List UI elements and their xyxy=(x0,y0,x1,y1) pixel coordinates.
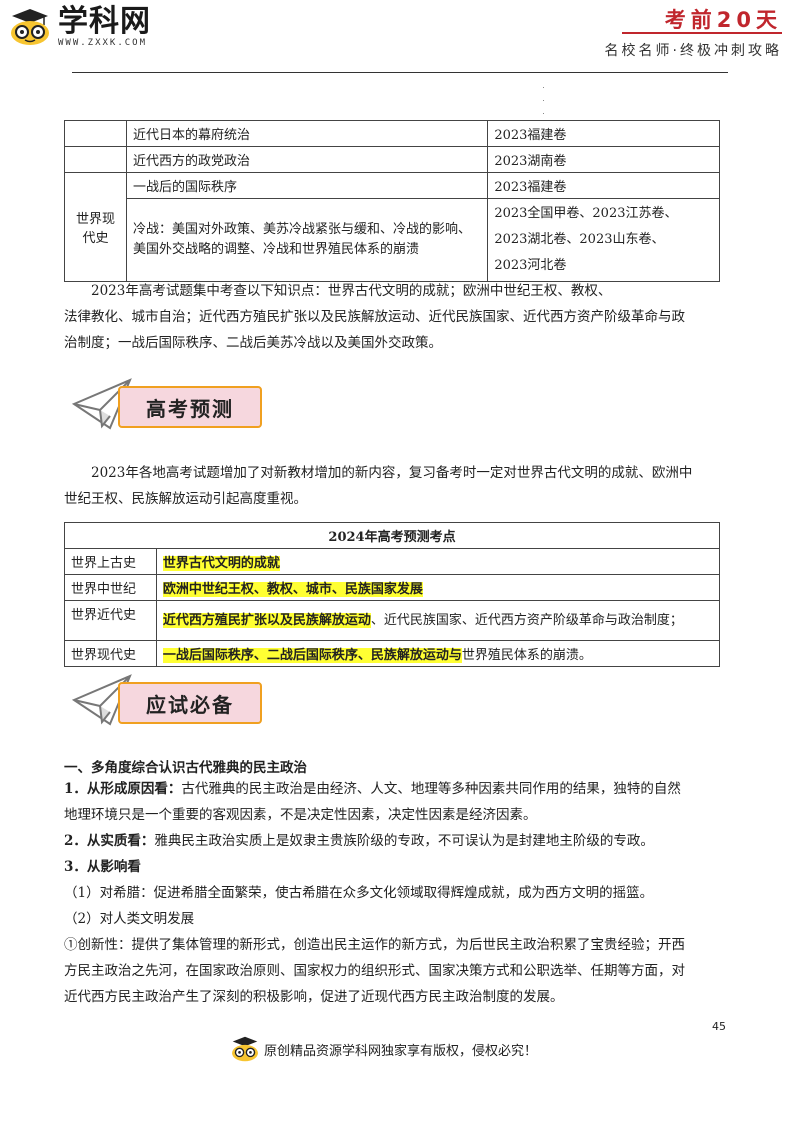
table-row: 世界上古史 世界古代文明的成就 xyxy=(64,548,721,575)
plain-text: 世界殖民体系的崩溃。 xyxy=(461,648,592,663)
section-body: 1．从形成原因看：古代雅典的民主政治是由经济、人文、地理等多种因素共同作用的结果… xyxy=(64,776,736,1010)
dot xyxy=(543,100,544,101)
table-cell: 2023全国甲卷、2023江苏卷、 2023湖北卷、2023山东卷、 2023河… xyxy=(487,198,720,282)
table-cell: 近代日本的幕府统治 xyxy=(125,120,489,147)
header-subtitle: 名校名师·终极冲刺攻略 xyxy=(604,43,782,59)
table-title: 2024年高考预测考点 xyxy=(64,522,720,549)
highlight-text: 世界古代文明的成就 xyxy=(162,556,280,571)
text-line: 2023年各地高考试题增加了对新教材增加的新内容，复习备考时一定对世界古代文明的… xyxy=(91,465,693,481)
mascot-icon xyxy=(8,7,52,47)
highlight-text: 欧洲中世纪王权、教权、城市、民族国家发展 xyxy=(162,582,423,597)
table-row: 冷战：美国对外政策、美苏冷战紧张与缓和、冷战的影响、美国外交战略的调整、冷战和世… xyxy=(65,198,720,282)
predict-paragraph: 2023年各地高考试题增加了对新教材增加的新内容，复习备考时一定对世界古代文明的… xyxy=(64,460,736,512)
point-label: 3．从影响看 xyxy=(64,859,141,875)
page-footer: 原创精品资源学科网独家享有版权，侵权必究！ xyxy=(230,1034,537,1064)
point-text: 雅典民主政治实质上是奴隶主贵族阶级的专政，不可误认为是封建地主阶级的专政。 xyxy=(154,833,654,849)
header-divider xyxy=(72,72,728,73)
text-line: 2023年高考试题集中考查以下知识点：世界古代文明的成就；欧洲中世纪王权、教权、 xyxy=(91,283,612,299)
text-line: 方民主政治之先河，在国家政治原则、国家权力的组织形式、国家决策方式和公职选举、任… xyxy=(64,963,685,979)
text-line: （2）对人类文明发展 xyxy=(64,911,195,927)
point-label: 1．从形成原因看： xyxy=(64,781,182,797)
text-line: ①创新性：提供了集体管理的新形式，创造出民主运作的新方式，为后世民主政治积累了宝… xyxy=(64,937,685,953)
table-cell xyxy=(64,120,127,147)
text-line: 地理环境只是一个重要的客观因素，不是决定性因素，决定性因素是经济因素。 xyxy=(64,807,537,823)
dot xyxy=(543,113,544,114)
page-number: 45 xyxy=(712,1020,726,1033)
section-title: 一、多角度综合认识古代雅典的民主政治 xyxy=(64,760,307,776)
text-line: （1）对希腊：促进希腊全面繁荣，使古希腊在众多文化领域取得辉煌成就，成为西方文明… xyxy=(64,885,654,901)
highlight-text: 一战后国际秩序、二战后国际秩序、民族解放运动与 xyxy=(162,648,462,663)
text-line: 近代西方民主政治产生了深刻的积极影响，促进了近现代西方民主政治制度的发展。 xyxy=(64,989,564,1005)
table-cell: 一战后国际秩序、二战后国际秩序、民族解放运动与世界殖民体系的崩溃。 xyxy=(155,640,721,667)
point-text: 古代雅典的民主政治是由经济、人文、地理等多种因素共同作用的结果，独特的自然 xyxy=(181,781,681,797)
table-cell: 2023福建卷 xyxy=(487,172,720,199)
table-cell: 世界古代文明的成就 xyxy=(155,548,721,575)
table-cell: 2023湖南卷 xyxy=(487,146,720,173)
copyright-notice: 原创精品资源学科网独家享有版权，侵权必究！ xyxy=(264,1043,538,1059)
header-title: 考前20天 xyxy=(664,8,782,32)
table-cell: 2023福建卷 xyxy=(487,120,720,147)
point-label: 2．从实质看： xyxy=(64,833,155,849)
exam-topics-table: 近代日本的幕府统治 2023福建卷 近代西方的政党政治 2023湖南卷 世界现代… xyxy=(64,120,720,282)
page-header: 学科网 WWW.ZXXK.COM 考前20天 名校名师·终极冲刺攻略 xyxy=(0,0,800,80)
banner-label: 高考预测 xyxy=(118,386,262,428)
text-line: 3．从影响看 xyxy=(64,854,736,880)
category-cell: 世界现代史 xyxy=(64,172,127,282)
text-line: 1．从形成原因看：古代雅典的民主政治是由经济、人文、地理等多种因素共同作用的结果… xyxy=(64,776,736,802)
table-row: 近代西方的政党政治 2023湖南卷 xyxy=(64,146,720,173)
table-cell: 一战后的国际秩序 xyxy=(125,172,489,199)
table-row: 世界中世纪 欧洲中世纪王权、教权、城市、民族国家发展 xyxy=(64,574,721,601)
table-cell: 欧洲中世纪王权、教权、城市、民族国家发展 xyxy=(155,574,721,601)
dot xyxy=(543,87,544,88)
table-row: 世界近代史 近代西方殖民扩张以及民族解放运动、近代民族国家、近代西方资产阶级革命… xyxy=(64,600,721,641)
mascot-icon xyxy=(232,1036,258,1062)
banner-label: 应试必备 xyxy=(118,682,262,724)
table-cell: 近代西方殖民扩张以及民族解放运动、近代民族国家、近代西方资产阶级革命与政治制度； xyxy=(155,600,721,641)
highlight-text: 近代西方殖民扩张以及民族解放运动 xyxy=(162,613,371,628)
text-line: 2．从实质看：雅典民主政治实质上是奴隶主贵族阶级的专政，不可误认为是封建地主阶级… xyxy=(64,828,736,854)
text-line: 世纪王权、民族解放运动引起高度重视。 xyxy=(64,491,307,507)
table-cell: 冷战：美国对外政策、美苏冷战紧张与缓和、冷战的影响、美国外交战略的调整、冷战和世… xyxy=(125,198,489,282)
text-line: 治制度；一战后国际秩序、二战后美苏冷战以及美国外交政策。 xyxy=(64,335,442,351)
text-line: 法律教化、城市自治；近代西方殖民扩张以及民族解放运动、近代民族国家、近代西方资产… xyxy=(64,309,685,325)
logo-url: WWW.ZXXK.COM xyxy=(58,38,148,48)
table-row: 世界现代史 一战后的国际秩序 2023福建卷 xyxy=(64,172,720,282)
section-banner-predict: 高考预测 xyxy=(72,376,262,432)
logo-text: 学科网 xyxy=(58,4,151,39)
table-row: 世界现代史 一战后国际秩序、二战后国际秩序、民族解放运动与世界殖民体系的崩溃。 xyxy=(64,640,721,667)
summary-paragraph: 2023年高考试题集中考查以下知识点：世界古代文明的成就；欧洲中世纪王权、教权、… xyxy=(64,278,736,356)
period-cell: 世界现代史 xyxy=(64,640,157,667)
table-cell xyxy=(64,146,127,173)
table-cell: 近代西方的政党政治 xyxy=(125,146,489,173)
header-accent-line xyxy=(622,32,782,34)
paper-line: 2023全国甲卷、2023江苏卷、 xyxy=(494,206,678,221)
logo: 学科网 WWW.ZXXK.COM xyxy=(8,6,151,48)
prediction-table: 2024年高考预测考点 世界上古史 世界古代文明的成就 世界中世纪 欧洲中世纪王… xyxy=(64,522,721,667)
paper-line: 2023河北卷 xyxy=(494,258,567,273)
period-cell: 世界近代史 xyxy=(64,600,157,641)
table-row: 近代日本的幕府统治 2023福建卷 xyxy=(64,120,720,147)
table-header-row: 2024年高考预测考点 xyxy=(64,522,720,549)
plain-text: 、近代民族国家、近代西方资产阶级革命与政治制度； xyxy=(370,613,683,628)
period-cell: 世界中世纪 xyxy=(64,574,157,601)
section-banner-exam: 应试必备 xyxy=(72,672,262,728)
period-cell: 世界上古史 xyxy=(64,548,157,575)
paper-line: 2023湖北卷、2023山东卷、 xyxy=(494,232,665,247)
